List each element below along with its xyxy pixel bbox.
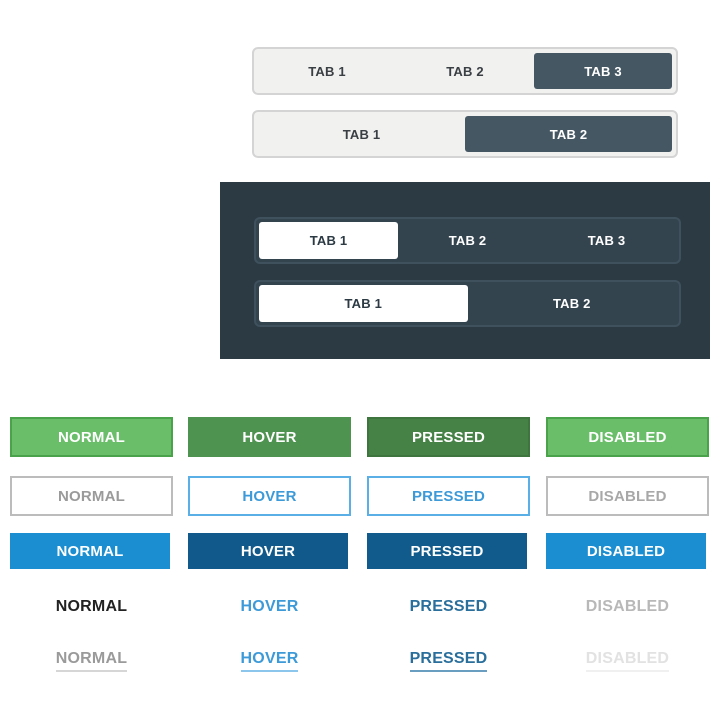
dark-tabs-three: TAB 1 TAB 2 TAB 3	[254, 217, 681, 264]
tab-2[interactable]: TAB 2	[448, 233, 487, 248]
link-pressed-button[interactable]: PRESSED	[367, 646, 530, 676]
text-disabled-button[interactable]: DISABLED	[585, 598, 670, 615]
blue-hover-button[interactable]: HOVER	[188, 533, 348, 569]
tab-1[interactable]: TAB 1	[259, 285, 468, 322]
outline-normal-button[interactable]: NORMAL	[10, 476, 173, 516]
tab-1[interactable]: TAB 1	[342, 126, 381, 142]
blue-disabled-button[interactable]: DISABLED	[546, 533, 706, 569]
link-disabled-button[interactable]: DISABLED	[546, 646, 709, 676]
tab-2[interactable]: TAB 2	[552, 296, 591, 311]
text-hover-button[interactable]: HOVER	[240, 598, 299, 615]
link-normal-label: NORMAL	[55, 650, 128, 672]
outline-pressed-button[interactable]: PRESSED	[367, 476, 530, 516]
text-pressed-button[interactable]: PRESSED	[409, 598, 488, 615]
tab-1[interactable]: TAB 1	[259, 222, 398, 259]
blue-pressed-button[interactable]: PRESSED	[367, 533, 527, 569]
outline-disabled-button[interactable]: DISABLED	[546, 476, 709, 516]
tab-3[interactable]: TAB 3	[587, 233, 626, 248]
light-tabs-three: TAB 1 TAB 2 TAB 3	[252, 47, 678, 95]
tab-2[interactable]: TAB 2	[446, 63, 484, 79]
link-normal-button[interactable]: NORMAL	[10, 646, 173, 676]
link-hover-button[interactable]: HOVER	[188, 646, 351, 676]
tab-1[interactable]: TAB 1	[308, 63, 346, 79]
text-normal-button[interactable]: NORMAL	[55, 598, 128, 615]
link-pressed-label: PRESSED	[409, 650, 488, 672]
dark-tabs-two: TAB 1 TAB 2	[254, 280, 681, 327]
green-disabled-button[interactable]: DISABLED	[546, 417, 709, 457]
link-disabled-label: DISABLED	[585, 650, 670, 672]
outline-hover-button[interactable]: HOVER	[188, 476, 351, 516]
green-hover-button[interactable]: HOVER	[188, 417, 351, 457]
tab-3[interactable]: TAB 3	[534, 53, 672, 89]
link-hover-label: HOVER	[240, 650, 299, 672]
blue-normal-button[interactable]: NORMAL	[10, 533, 170, 569]
green-pressed-button[interactable]: PRESSED	[367, 417, 530, 457]
green-normal-button[interactable]: NORMAL	[10, 417, 173, 457]
tab-2[interactable]: TAB 2	[465, 116, 672, 152]
light-tabs-two: TAB 1 TAB 2	[252, 110, 678, 158]
dark-panel: TAB 1 TAB 2 TAB 3 TAB 1 TAB 2	[220, 182, 710, 359]
